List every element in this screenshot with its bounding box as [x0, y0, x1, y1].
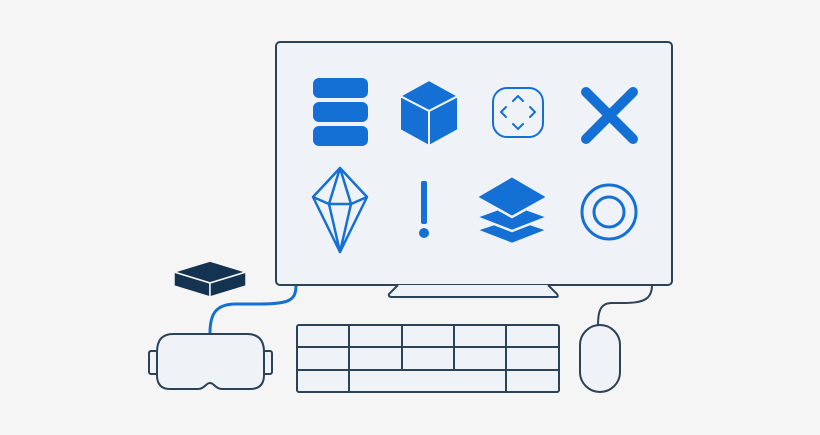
monitor-stand — [387, 284, 559, 298]
set-top-box — [173, 260, 247, 298]
exclamation-icon — [419, 181, 429, 238]
keyboard — [296, 324, 560, 393]
database-stack-icon — [313, 78, 368, 146]
target-ring-icon — [580, 183, 638, 241]
layers-icon — [474, 174, 550, 246]
mouse — [579, 324, 621, 393]
move-arrows-icon — [492, 87, 544, 138]
vr-headset — [148, 333, 273, 390]
cube-icon — [399, 79, 459, 147]
mouse-cable — [597, 284, 653, 326]
blue-cable — [208, 284, 298, 334]
diamond-icon — [311, 166, 369, 254]
close-x-icon — [581, 87, 638, 144]
